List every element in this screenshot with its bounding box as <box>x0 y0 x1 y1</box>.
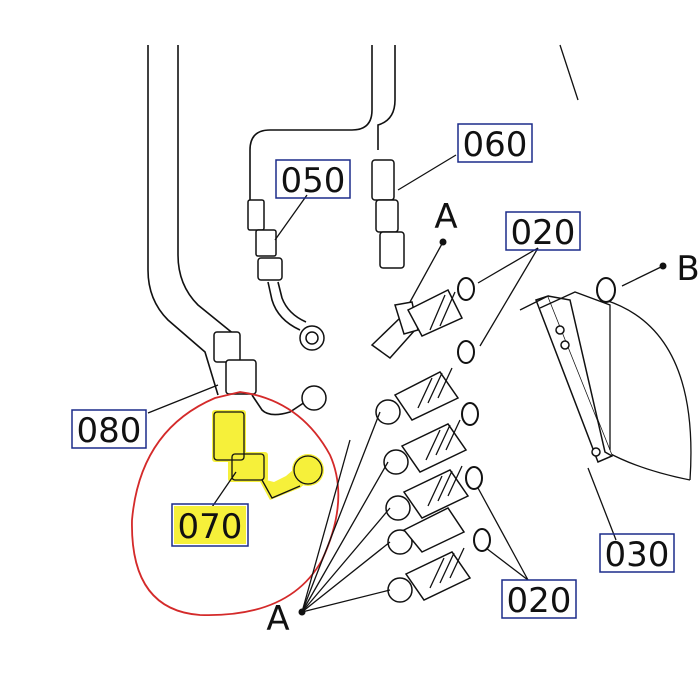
label-070: 070 <box>171 503 249 547</box>
label-050: 050 <box>275 159 351 201</box>
label-030: 030 <box>599 533 675 575</box>
ref-dot-a-bottom <box>298 608 306 616</box>
hose-050 <box>247 199 325 351</box>
svg-text:030: 030 <box>605 535 670 575</box>
hose-060 <box>371 159 405 269</box>
hydraulic-lines <box>147 44 692 481</box>
o-rings-020 <box>457 277 616 552</box>
leader-lines <box>147 154 664 613</box>
svg-text:020: 020 <box>511 213 576 253</box>
label-060: 060 <box>457 123 533 165</box>
ref-dot-a-top <box>439 238 447 246</box>
label-020-top: 020 <box>505 211 581 253</box>
banjo-fittings <box>375 367 472 603</box>
fitting-080 <box>213 331 327 416</box>
ref-dot-b <box>659 262 667 270</box>
ref-letter-a-top: A <box>434 197 457 237</box>
ref-letter-b: B <box>676 249 699 289</box>
tee-fitting-top <box>370 288 464 360</box>
manifold-030 <box>519 291 613 463</box>
ref-letter-a-bottom: A <box>266 599 289 639</box>
svg-text:020: 020 <box>507 581 572 621</box>
svg-text:070: 070 <box>178 507 243 547</box>
highlight-circle <box>131 391 340 617</box>
fitting-070 <box>212 410 324 500</box>
label-080: 080 <box>71 409 147 451</box>
svg-text:080: 080 <box>77 411 142 451</box>
label-020-bottom: 020 <box>501 579 577 621</box>
svg-text:060: 060 <box>463 125 528 165</box>
svg-text:050: 050 <box>281 161 346 201</box>
